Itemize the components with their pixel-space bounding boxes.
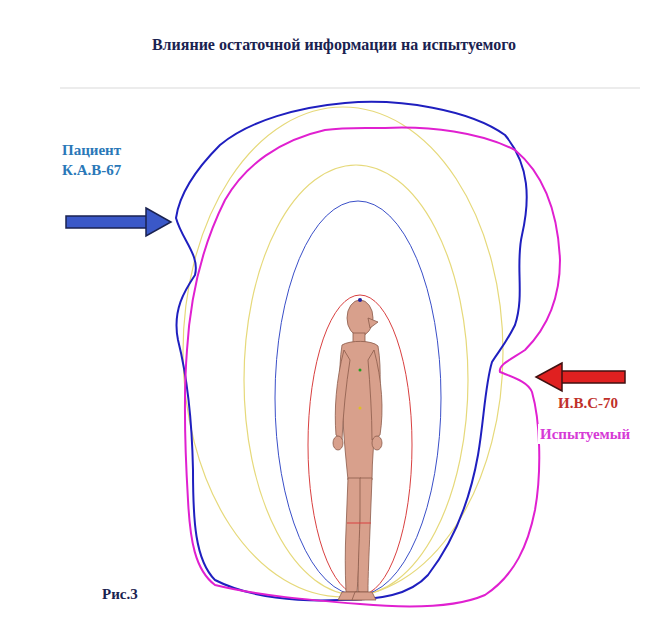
red-ellipse xyxy=(308,295,412,595)
figure-caption: Рис.3 xyxy=(100,584,140,604)
outer-yellow-ellipse xyxy=(183,107,503,597)
blue-ellipse xyxy=(275,201,441,595)
separator-line xyxy=(60,87,640,89)
reading-label: И.В.С-70 xyxy=(556,393,620,413)
patient-contour xyxy=(176,102,527,601)
inner-yellow-ellipse xyxy=(244,165,468,595)
human-figure xyxy=(333,298,382,600)
red-arrow xyxy=(536,363,625,391)
subject-contour xyxy=(185,128,560,607)
subject-label: Испытуемый xyxy=(538,424,632,444)
blue-arrow xyxy=(66,208,171,236)
patient-label: Пациент К.А.В-67 xyxy=(60,140,144,181)
diagram-title: Влияние остаточной информации на испытуе… xyxy=(150,34,518,56)
